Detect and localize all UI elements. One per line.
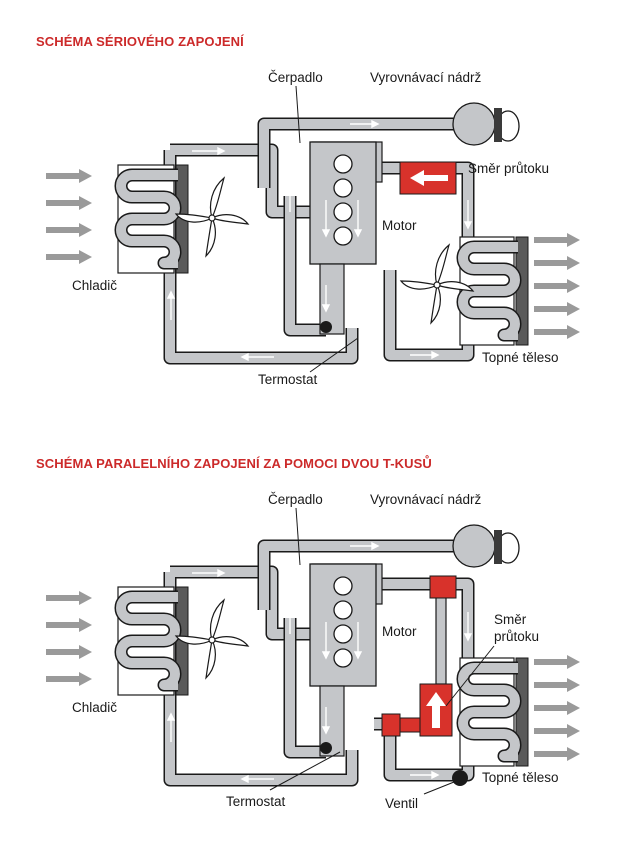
airflow-arrows-in [46, 591, 92, 686]
heater-label: Topné těleso [482, 770, 559, 785]
expansion-tank-icon [452, 102, 520, 146]
thermostat-label: Termostat [258, 372, 318, 387]
flow-arrow-up-icon [426, 692, 446, 728]
engine-label: Motor [382, 624, 417, 639]
flow-label-line2: průtoku [494, 629, 539, 644]
heater-label: Topné těleso [482, 350, 559, 365]
tank-label: Vyrovnávací nádrž [370, 70, 482, 85]
diagram1-title: SCHÉMA SÉRIOVÉHO ZAPOJENÍ [36, 34, 244, 49]
flow-label-line1: Směr [494, 612, 527, 627]
thermostat-valve-icon [320, 321, 332, 333]
radiator-core [118, 587, 188, 695]
airflow-arrows-out [534, 233, 580, 339]
airflow-arrows-out [534, 655, 580, 761]
heater-core [460, 658, 528, 766]
pump-label: Čerpadlo [268, 70, 323, 85]
tank-label: Vyrovnávací nádrž [370, 492, 482, 507]
radiator-label: Chladič [72, 700, 117, 715]
radiator-core [118, 165, 188, 273]
expansion-tank-icon [452, 524, 520, 568]
valve-icon [452, 770, 468, 786]
flow-label: Směr průtoku [468, 161, 549, 176]
engine-label: Motor [382, 218, 417, 233]
valve-label: Ventil [385, 796, 418, 811]
flow-arrow-icon [410, 170, 448, 186]
radiator-label: Chladič [72, 278, 117, 293]
diagram1: Čerpadlo Vyrovnávací nádrž Směr průtoku … [46, 70, 580, 387]
thermostat-label: Termostat [226, 794, 286, 809]
airflow-arrows-in [46, 169, 92, 264]
t-piece-top [429, 575, 457, 599]
thermostat-valve-icon [320, 742, 332, 754]
diagram2: Čerpadlo Vyrovnávací nádrž Směr průtoku … [46, 492, 580, 811]
pump-label: Čerpadlo [268, 492, 323, 507]
diagram2-title: SCHÉMA PARALELNÍHO ZAPOJENÍ ZA POMOCI DV… [36, 456, 432, 471]
t-piece-bottom [381, 713, 401, 737]
